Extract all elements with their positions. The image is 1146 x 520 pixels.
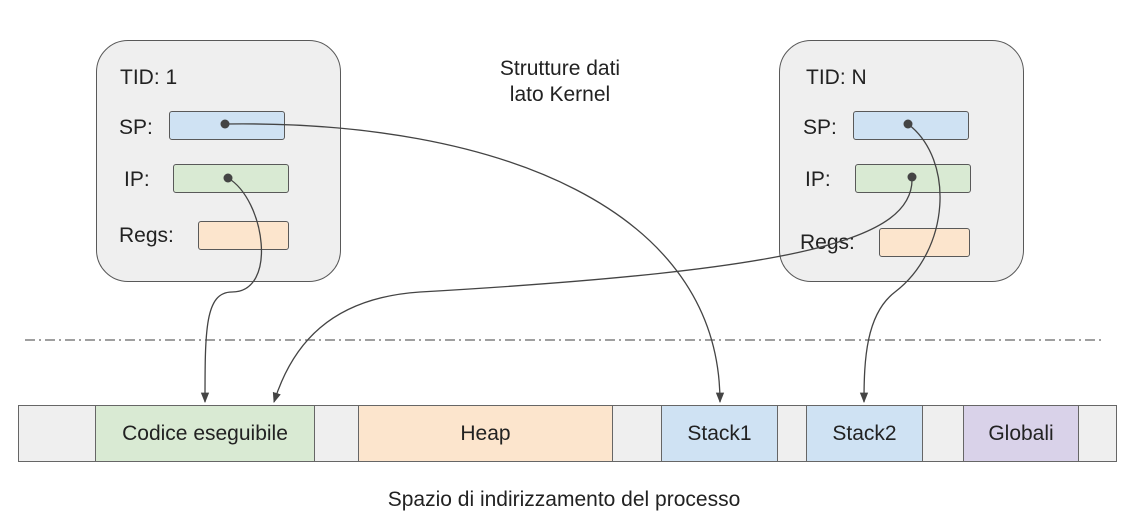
- segment-heap: Heap: [358, 405, 613, 462]
- thread-1-sp-label: SP:: [119, 116, 153, 139]
- kernel-structures-label: Strutture dati lato Kernel: [460, 56, 660, 108]
- segment-heap-label: Heap: [460, 421, 511, 445]
- thread-1-tid: TID: 1: [120, 66, 178, 89]
- segment-stack2: Stack2: [806, 405, 923, 462]
- segment-globals: Globali: [963, 405, 1079, 462]
- thread-1-sp-arrow: [224, 123, 725, 404]
- thread-n-sp-arrow: [859, 123, 941, 404]
- segment-stack2-label: Stack2: [832, 421, 897, 445]
- segment-stack1: Stack1: [661, 405, 778, 462]
- kernel-label-line1: Strutture dati: [499, 57, 621, 80]
- thread-n-tid: TID: N: [806, 66, 867, 89]
- segment-code-label: Codice eseguibile: [122, 421, 288, 445]
- thread-1-regs-label: Regs:: [119, 224, 174, 247]
- thread-n-ip-label: IP:: [805, 168, 831, 191]
- thread-n-ip-field: [855, 164, 971, 193]
- thread-1-ip-arrow: [200, 177, 263, 404]
- thread-1-ip-pointer: [223, 173, 233, 183]
- thread-n-regs-field: [879, 228, 970, 257]
- segment-globals-label: Globali: [988, 421, 1054, 445]
- thread-n-sp-label: SP:: [803, 116, 837, 139]
- thread-n-sp-pointer: [903, 119, 913, 129]
- segment-code: Codice eseguibile: [95, 405, 315, 462]
- thread-n-ip-arrow: [272, 176, 913, 403]
- thread-1-sp-pointer: [220, 119, 230, 129]
- thread-1-ip-label: IP:: [124, 168, 150, 191]
- thread-n-ip-pointer: [907, 172, 917, 182]
- kernel-label-line2: lato Kernel: [509, 83, 611, 106]
- address-space-label: Spazio di indirizzamento del processo: [387, 488, 741, 511]
- thread-1-regs-field: [198, 221, 289, 250]
- segment-stack1-label: Stack1: [687, 421, 752, 445]
